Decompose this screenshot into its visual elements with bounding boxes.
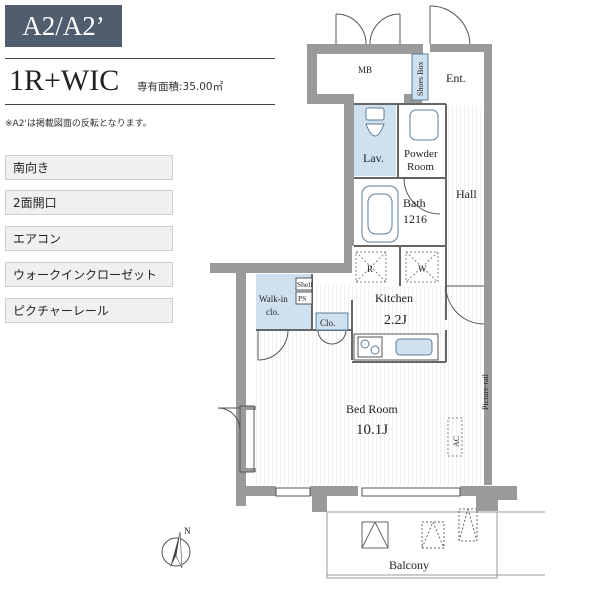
label-powder-room-2: Room [407, 161, 434, 173]
label-entrance: Ent. [446, 71, 466, 85]
label-shoes-box: Shoes Box [416, 62, 425, 96]
label-ps: PS [298, 294, 306, 303]
compass-north-label: N [184, 526, 191, 536]
compass-icon: N [161, 526, 191, 569]
label-powder-room-1: Powder [404, 148, 438, 160]
feature-two-openings: 2面開口 [5, 190, 173, 215]
label-hall: Hall [456, 187, 477, 201]
room-labels: MB Shoes Box Ent. Lav. Powder Room Bath … [259, 62, 490, 572]
feature-air-conditioner: エアコン [5, 226, 173, 251]
label-refrigerator: R [367, 264, 373, 274]
label-mb: MB [358, 65, 372, 75]
label-closet: Clo. [320, 318, 335, 328]
fixtures [295, 53, 463, 457]
label-bath-size: 1216 [403, 212, 427, 226]
label-bed-room-size: 10.1J [356, 422, 388, 438]
label-kitchen: Kitchen [375, 291, 413, 305]
label-balcony: Balcony [389, 558, 429, 572]
label-shelf: Shelf [297, 280, 313, 289]
label-washer: W [418, 264, 427, 274]
feature-picture-rail: ピクチャーレール [5, 298, 173, 323]
label-ac: AC [452, 436, 461, 447]
balcony-area [326, 508, 545, 579]
feature-south-facing: 南向き [5, 155, 173, 180]
header-divider-bottom [5, 104, 275, 105]
label-lav: Lav. [363, 151, 384, 165]
walls [210, 44, 517, 512]
header-divider-top [5, 58, 275, 59]
label-bed-room: Bed Room [346, 402, 398, 416]
floor-area: 専有面積:35.00㎡ [137, 81, 224, 93]
reversal-note: ※A2'は掲載図面の反転となります。 [5, 119, 152, 129]
plan-type-badge: A2/A2’ [5, 5, 122, 47]
doors [217, 5, 485, 497]
label-bath: Bath [403, 196, 426, 210]
label-picture-rail: Picture-rail [481, 373, 490, 410]
label-walk-in: Walk-in [259, 294, 288, 304]
label-walk-in-clo: clo. [266, 307, 279, 317]
label-kitchen-size: 2.2J [384, 313, 408, 328]
plan-name: 1R+WIC [9, 64, 120, 97]
feature-walk-in-closet: ウォークインクローゼット [5, 262, 173, 287]
